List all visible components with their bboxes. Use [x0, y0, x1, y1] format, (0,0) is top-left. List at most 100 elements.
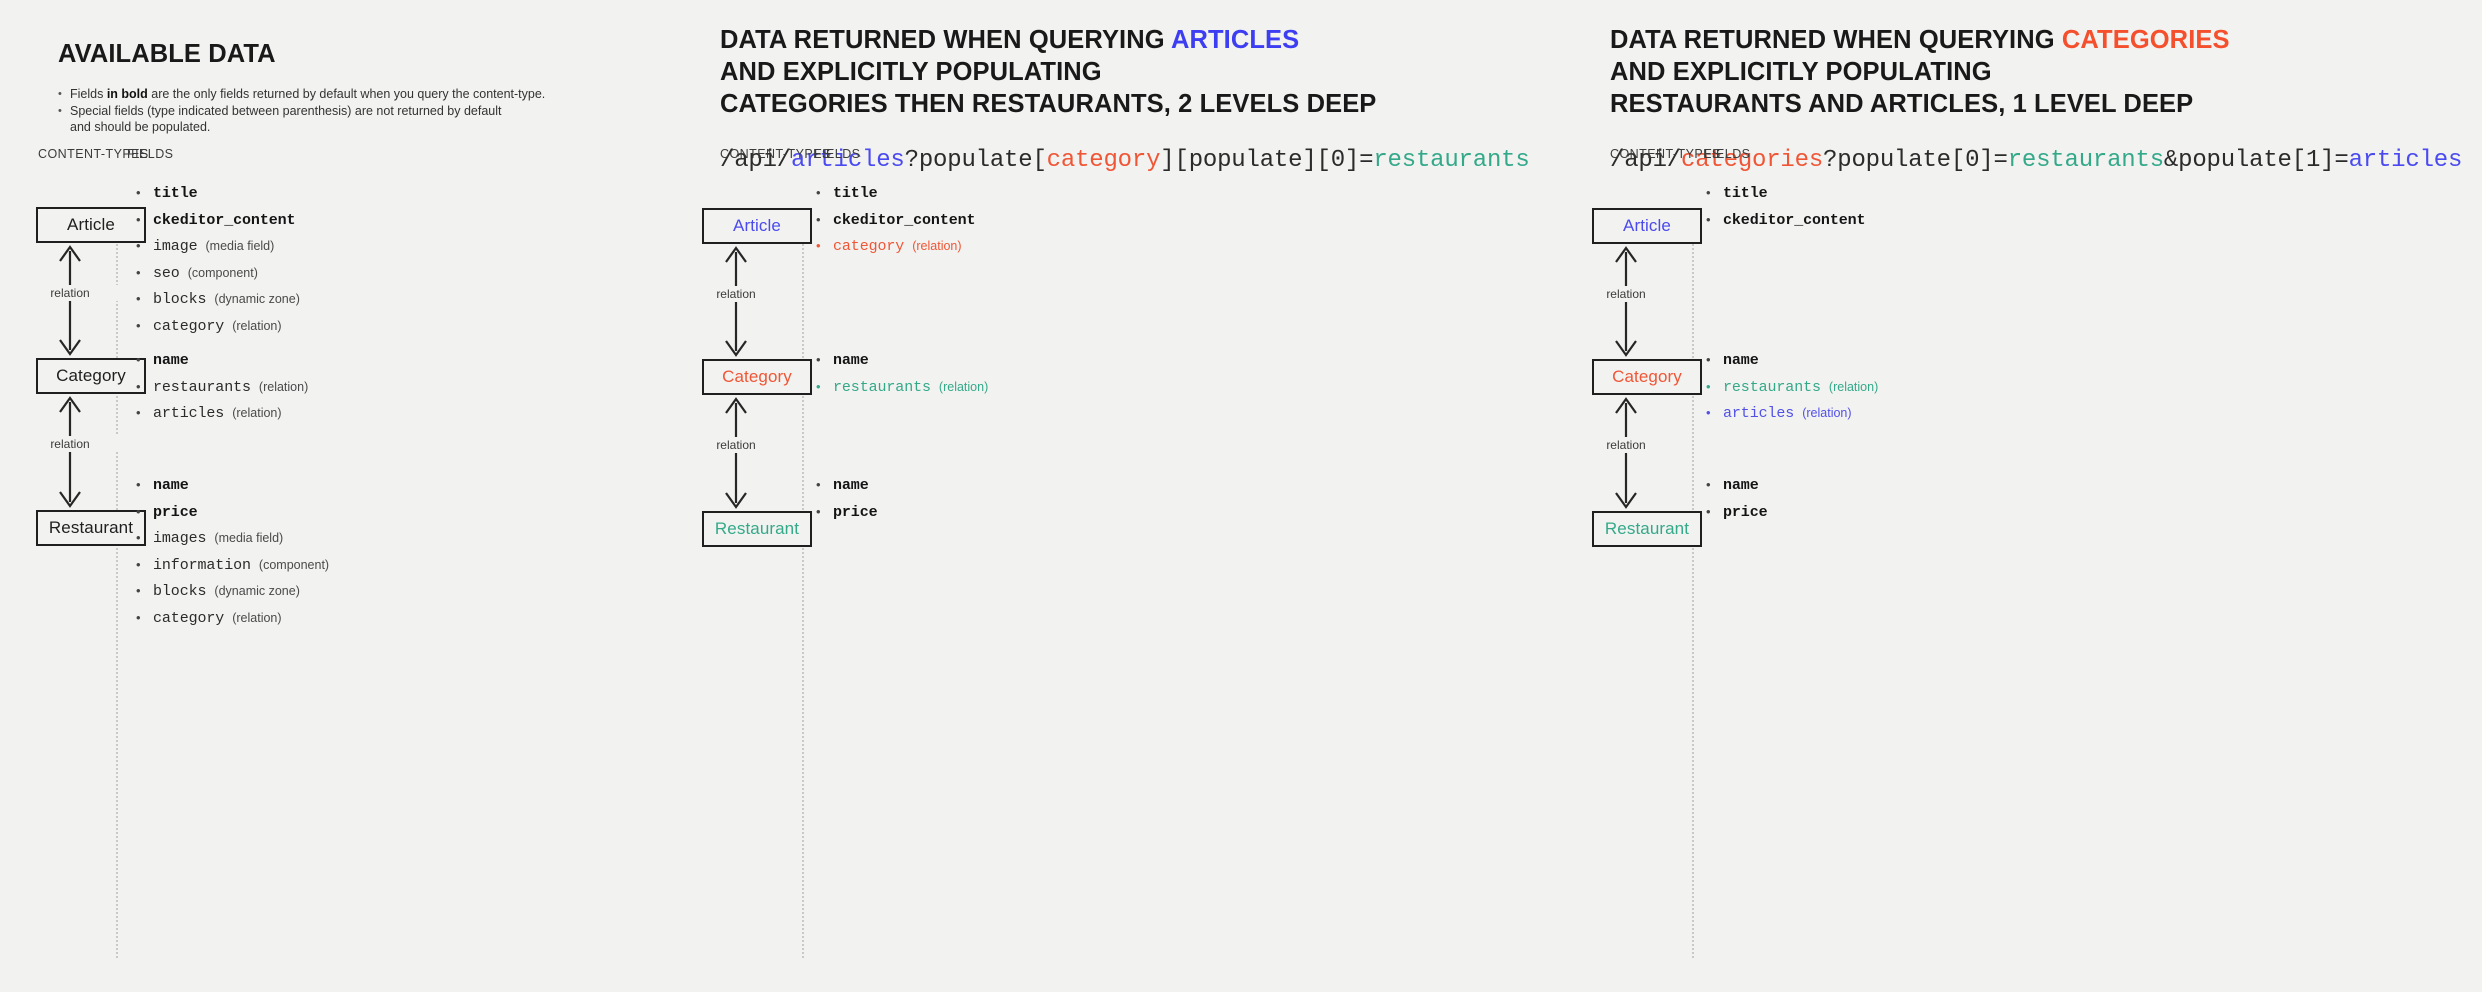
field-name: restaurants: [833, 378, 931, 396]
field-row: •articles(relation): [136, 400, 308, 427]
field-type: (relation): [232, 318, 282, 333]
bullet-icon: •: [1706, 352, 1711, 367]
col2-entity-article[interactable]: Article: [702, 208, 812, 244]
url-segment-0: /api/: [1610, 147, 1682, 174]
bullet-icon: •: [136, 503, 141, 519]
field-name: category: [153, 609, 225, 627]
field-type: (relation): [258, 379, 309, 394]
col3-relation-category-restaurant: relation: [1566, 395, 1686, 511]
col1-fields-restaurant: •name•price•images(media field)•informat…: [136, 472, 329, 631]
field-row: •name: [136, 472, 329, 499]
bullet-icon: •: [136, 238, 141, 253]
col3-fields-restaurant: •name•price: [1706, 472, 1768, 525]
col1-entity-category[interactable]: Category: [36, 358, 146, 394]
col3-fields-article: •title•ckeditor_content: [1706, 180, 1866, 233]
panel-2-url: /api/articles?populate[category][populat…: [720, 146, 1530, 176]
col1-relation-category-restaurant: relation: [10, 394, 130, 510]
field-row: •information(component): [136, 552, 329, 579]
field-name: name: [1723, 352, 1759, 369]
panel-query-categories: DATA RETURNED WHEN QUERYING CATEGORIES A…: [1566, 0, 2482, 992]
field-type: (relation): [1802, 406, 1852, 420]
bullet-icon: •: [136, 264, 141, 280]
col2-entity-restaurant[interactable]: Restaurant: [702, 511, 812, 547]
bullet-icon: •: [816, 211, 821, 227]
bullet-icon: •: [1706, 405, 1711, 420]
panel-2-title-line1: DATA RETURNED WHEN QUERYING ARTICLES: [720, 24, 1376, 56]
col3-relation-label-2: relation: [1566, 437, 1686, 453]
field-row: • name: [1706, 347, 1878, 374]
url-segment-2: ?populate[0]=: [1823, 147, 2008, 174]
col2-relation-label-2: relation: [676, 437, 796, 453]
field-name: title: [1723, 185, 1768, 202]
field-row: •seo(component): [136, 260, 300, 287]
field-row: • restaurants (relation): [136, 374, 308, 401]
field-name: name: [1723, 477, 1759, 494]
legend-item: • Special fields (type indicated between…: [58, 103, 658, 120]
url-segment-0: /api/: [720, 147, 792, 174]
bullet-icon: •: [58, 88, 62, 100]
field-row: •name: [136, 347, 308, 374]
panel-3-title-line1: DATA RETURNED WHEN QUERYING CATEGORIES: [1610, 24, 2230, 56]
bullet-icon: •: [1706, 477, 1711, 492]
url-segment-3: restaurants: [2007, 147, 2164, 174]
bullet-icon: •: [1706, 503, 1711, 519]
field-name: articles: [1723, 405, 1795, 422]
col3-entity-category[interactable]: Category: [1592, 359, 1702, 395]
field-name: ckeditor_content: [833, 211, 976, 229]
col1-label-fields: FIELDS: [127, 147, 174, 161]
col1-divider: [116, 232, 118, 958]
panel-query-articles: DATA RETURNED WHEN QUERYING ARTICLES AND…: [676, 0, 1580, 992]
panel-3-title-highlight: CATEGORIES: [2061, 26, 2230, 54]
col1-entity-restaurant[interactable]: Restaurant: [36, 510, 146, 546]
field-name: image: [153, 238, 198, 255]
col3-entity-article[interactable]: Article: [1592, 208, 1702, 244]
legend-1-bold: in bold: [106, 87, 148, 101]
field-name: price: [153, 503, 198, 521]
col3-entity-restaurant[interactable]: Restaurant: [1592, 511, 1702, 547]
field-name: seo: [153, 264, 180, 282]
field-row: • articles (relation): [1706, 400, 1878, 427]
url-segment-4: ][populate][0]=: [1160, 147, 1374, 174]
legend-item: • Fields in bold are the only fields ret…: [58, 86, 658, 103]
field-row: •restaurants(relation): [816, 374, 988, 401]
field-name: ckeditor_content: [153, 211, 296, 229]
bullet-icon: •: [136, 405, 141, 420]
field-name: category: [153, 317, 225, 335]
field-row: •name: [816, 347, 988, 374]
field-name: title: [153, 185, 198, 202]
double-arrow-icon: [59, 396, 81, 508]
col2-entity-category[interactable]: Category: [702, 359, 812, 395]
field-type: (relation): [912, 239, 962, 253]
field-row: • ckeditor_content: [136, 207, 300, 234]
col2-relation-label-1: relation: [676, 286, 796, 302]
col2-relation-article-category: relation: [676, 244, 796, 359]
field-row: •blocks(dynamic zone): [136, 286, 300, 313]
url-segment-5: restaurants: [1373, 147, 1530, 174]
field-name: category: [833, 238, 905, 255]
url-segment-4: &populate[1]=: [2163, 147, 2349, 174]
bullet-icon: •: [136, 530, 141, 545]
field-name: blocks: [153, 583, 207, 600]
col3-fields-category: •name•restaurants(relation)•articles(rel…: [1706, 347, 1878, 427]
bullet-icon: •: [136, 291, 141, 306]
panel-2-title: DATA RETURNED WHEN QUERYING ARTICLES AND…: [720, 24, 1376, 120]
panel-3-title-pre: DATA RETURNED WHEN QUERYING: [1610, 26, 2062, 54]
col2-label-content-types: CONTENT-TYPES: [720, 147, 831, 161]
field-type: (media field): [205, 239, 275, 253]
field-row: •name: [816, 472, 878, 499]
col1-entity-article[interactable]: Article: [36, 207, 146, 243]
field-row: •title: [136, 180, 300, 207]
panel-2-title-pre: DATA RETURNED WHEN QUERYING: [720, 26, 1171, 54]
bullet-icon: •: [1706, 211, 1711, 227]
col3-label-content-types: CONTENT-TYPES: [1610, 147, 1721, 161]
bullet-icon: •: [136, 609, 141, 625]
field-row: • name: [1706, 472, 1768, 499]
col2-fields-article: •title•ckeditor_content•category(relatio…: [816, 180, 976, 260]
panel-available-data: AVAILABLE DATA • Fields in bold are the …: [0, 0, 830, 992]
field-type: (relation): [232, 406, 282, 420]
bullet-icon: •: [136, 378, 141, 394]
panel-2-title-highlight: ARTICLES: [1170, 26, 1300, 54]
bullet-icon: •: [136, 211, 141, 227]
bullet-icon: •: [1706, 378, 1711, 394]
field-name: restaurants: [153, 378, 251, 396]
